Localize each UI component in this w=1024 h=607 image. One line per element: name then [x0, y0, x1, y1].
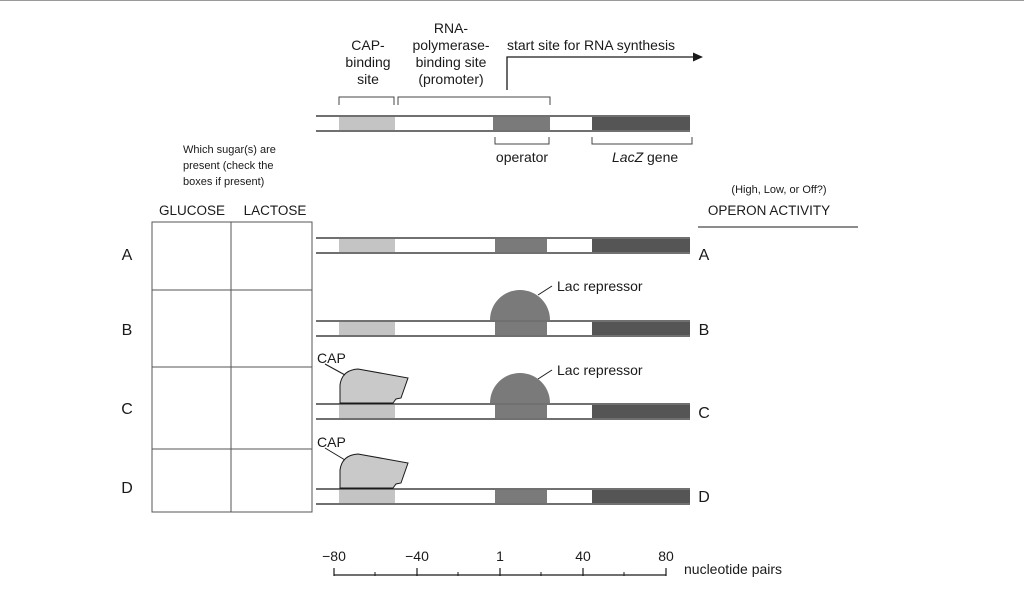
lacz-gene-segment	[592, 405, 690, 418]
operon-activity-header: OPERON ACTIVITY	[708, 203, 830, 218]
cap-site-bracket	[338, 96, 395, 105]
glucose-checkbox-b[interactable]	[153, 291, 230, 366]
lacz-label-gene: gene	[643, 149, 678, 165]
lacz-gene-label: LacZ gene	[612, 149, 678, 165]
sugar-question-line3: boxes if present)	[183, 176, 264, 188]
row-letter-a: A	[122, 247, 133, 264]
lactose-checkbox-b[interactable]	[232, 291, 311, 366]
start-site-label: start site for RNA synthesis	[507, 37, 675, 53]
cap-protein-row-d	[339, 453, 409, 489]
dna-strand-row-a	[316, 237, 690, 254]
operon-activity-hint: (High, Low, or Off?)	[731, 184, 826, 196]
operator-segment	[495, 490, 547, 503]
lacz-bracket	[591, 137, 693, 145]
row-letter-d: D	[121, 480, 133, 497]
scale-unit-label: nucleotide pairs	[684, 561, 782, 577]
operator-segment	[495, 239, 547, 252]
lacz-gene-segment	[592, 490, 690, 503]
rna-polymerase-site-label: RNA- polymerase- binding site (promoter)	[412, 20, 489, 87]
scale-tick-label-1: 1	[496, 548, 504, 564]
cap-site-label: CAP- binding site	[345, 37, 390, 87]
repressor-pointer-row-c	[537, 369, 553, 380]
nucleotide-scale: −80 −40 1 40 80 nucleotide pairs	[322, 548, 782, 577]
glucose-checkbox-a[interactable]	[153, 223, 230, 289]
glucose-column-header: GLUCOSE	[159, 203, 225, 218]
lac-repressor-row-b	[490, 290, 550, 320]
lactose-column-header: LACTOSE	[244, 203, 307, 218]
cap-binding-site-segment	[339, 239, 395, 252]
lacz-gene-segment	[592, 239, 690, 252]
cap-binding-site-segment	[339, 322, 395, 335]
operator-segment	[495, 405, 547, 418]
scale-tick-label-minus80: −80	[322, 548, 346, 564]
cap-binding-site-segment	[339, 405, 395, 418]
lactose-checkbox-c[interactable]	[232, 368, 311, 448]
glucose-checkbox-c[interactable]	[153, 368, 230, 448]
start-site-arrow	[506, 52, 703, 90]
cap-pointer-row-d	[324, 447, 346, 461]
lac-repressor-row-c	[490, 373, 550, 403]
rna-pol-label-line2: polymerase-	[412, 37, 489, 53]
repressor-pointer-row-b	[537, 285, 553, 296]
lac-repressor-label-row-b: Lac repressor	[557, 278, 643, 294]
sugar-question-line2: present (check the	[183, 160, 274, 172]
operator-label: operator	[496, 149, 548, 165]
lactose-checkbox-a[interactable]	[232, 223, 311, 289]
cap-protein-row-c	[339, 368, 409, 404]
lactose-checkbox-d[interactable]	[232, 450, 311, 511]
top-border	[0, 0, 1024, 1]
reference-dna-strand	[316, 115, 690, 132]
row-letter-b: B	[122, 322, 133, 339]
lacz-gene-segment	[592, 117, 690, 130]
dna-strand-row-d	[316, 488, 690, 505]
lacz-label-italic: LacZ	[612, 149, 644, 165]
rna-pol-label-line3: binding site	[416, 54, 487, 70]
cap-label-row-d: CAP	[317, 434, 346, 450]
dna-strand-row-c	[316, 403, 690, 420]
sugar-question: Which sugar(s) are present (check the bo…	[183, 144, 276, 188]
operator-segment	[495, 322, 547, 335]
scale-tick-label-40: 40	[575, 548, 591, 564]
activity-row-letter-b: B	[699, 322, 710, 339]
glucose-checkbox-d[interactable]	[153, 450, 230, 511]
scale-tick-label-80: 80	[658, 548, 674, 564]
sugar-question-line1: Which sugar(s) are	[183, 144, 276, 156]
operator-segment	[493, 117, 550, 130]
cap-binding-site-segment	[339, 117, 395, 130]
sugar-table-grid	[151, 221, 313, 513]
cap-site-label-line1: CAP-	[351, 37, 385, 53]
lacz-gene-segment	[592, 322, 690, 335]
activity-row-letter-d: D	[698, 489, 710, 506]
row-letter-c: C	[121, 401, 133, 418]
dna-strand-row-b	[316, 320, 690, 337]
promoter-bracket	[397, 96, 551, 105]
rna-pol-label-line1: RNA-	[434, 20, 469, 36]
activity-row-letter-a: A	[699, 247, 710, 264]
cap-pointer-row-c	[324, 363, 346, 376]
cap-binding-site-segment	[339, 490, 395, 503]
cap-site-label-line3: site	[357, 71, 379, 87]
operator-bracket	[494, 137, 550, 145]
cap-site-label-line2: binding	[345, 54, 390, 70]
lac-repressor-label-row-c: Lac repressor	[557, 362, 643, 378]
cap-label-row-c: CAP	[317, 350, 346, 366]
scale-tick-label-minus40: −40	[405, 548, 429, 564]
activity-row-letter-c: C	[698, 405, 710, 422]
rna-pol-label-line4: (promoter)	[418, 71, 483, 87]
